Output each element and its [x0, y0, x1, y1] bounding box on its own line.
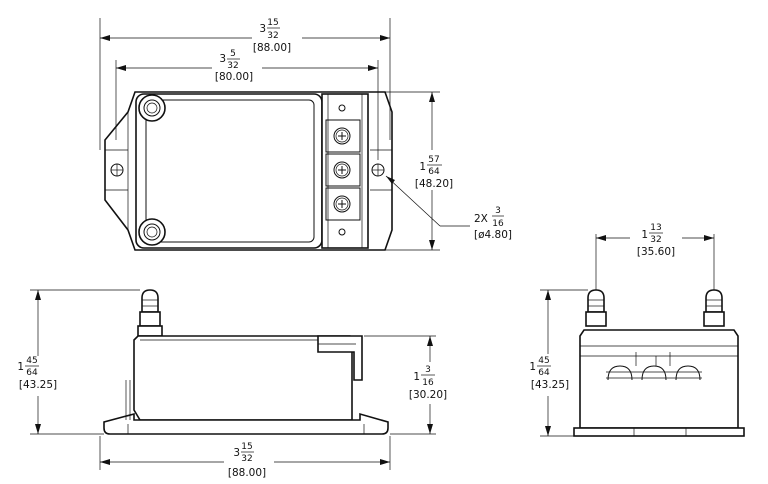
end-base [573, 427, 745, 437]
side-flange [103, 412, 389, 435]
dim-whole: 3 [233, 447, 240, 459]
dim-den: 64 [26, 368, 38, 378]
corner-boss-bottom [138, 218, 166, 246]
dim-metric: [88.00] [253, 42, 291, 54]
dim-side-body-height: 1 3 16 [30.20] [409, 365, 447, 401]
dim-metric: [43.25] [531, 379, 569, 391]
end-fitting-left [587, 289, 605, 313]
dim-metric: [30.20] [409, 389, 447, 401]
dim-num: 3 [425, 365, 431, 375]
side-view [30, 289, 436, 470]
dim-metric: [80.00] [215, 71, 253, 83]
dim-end-fitting-spacing: 1 13 32 [35.60] [637, 223, 675, 258]
dim-den: 32 [227, 61, 238, 71]
dim-side-total-height: 1 45 64 [43.25] [17, 356, 57, 391]
dim-den: 64 [428, 167, 440, 177]
dim-num: 45 [538, 356, 549, 366]
end-fitting-right [705, 289, 723, 313]
dim-den: 32 [650, 235, 661, 245]
dim-whole: 3 [219, 53, 226, 65]
terminal-block [321, 93, 369, 249]
dim-side-width: 3 15 32 [88.00] [228, 442, 266, 479]
dim-den: 64 [538, 368, 550, 378]
corner-boss-top [138, 94, 166, 122]
side-terminal-cover [317, 335, 363, 381]
dim-hole-callout: 2X 3 16 [ø4.80] [474, 206, 512, 241]
dim-whole: 3 [259, 23, 266, 35]
dim-metric: [43.25] [19, 379, 57, 391]
dim-num: 13 [650, 223, 661, 233]
dim-num: 57 [428, 155, 439, 165]
dim-den: 32 [267, 31, 278, 41]
dim-top-inner-width: 3 5 32 [80.00] [215, 49, 253, 83]
dim-whole: 1 [529, 361, 536, 373]
mounting-hole-left [110, 163, 124, 177]
dim-num: 3 [495, 206, 501, 216]
side-fitting [141, 289, 159, 313]
mounting-hole-right [371, 163, 385, 177]
dim-end-total-height: 1 45 64 [43.25] [529, 356, 569, 391]
dim-num: 15 [241, 442, 252, 452]
dim-num: 5 [230, 49, 236, 59]
dim-whole: 1 [413, 371, 420, 383]
dim-top-overall-width: 3 15 32 [88.00] [253, 18, 291, 54]
top-view [99, 18, 470, 251]
dim-den: 16 [492, 219, 504, 229]
dim-metric: [35.60] [637, 246, 675, 258]
dim-den: 16 [422, 378, 434, 388]
end-view [540, 234, 745, 437]
dim-metric: [88.00] [228, 467, 266, 479]
dim-whole: 1 [419, 161, 426, 173]
dim-top-height: 1 57 64 [48.20] [415, 155, 453, 190]
dim-metric: [48.20] [415, 178, 453, 190]
end-terminals [606, 352, 702, 381]
dim-prefix: 2X [474, 213, 488, 225]
dim-num: 15 [267, 18, 278, 28]
dim-den: 32 [241, 454, 252, 464]
dim-whole: 1 [641, 229, 648, 241]
dim-metric: [ø4.80] [474, 229, 512, 241]
dim-whole: 1 [17, 361, 24, 373]
end-housing [579, 329, 739, 429]
top-view-housing [135, 93, 323, 249]
dim-num: 45 [26, 356, 37, 366]
